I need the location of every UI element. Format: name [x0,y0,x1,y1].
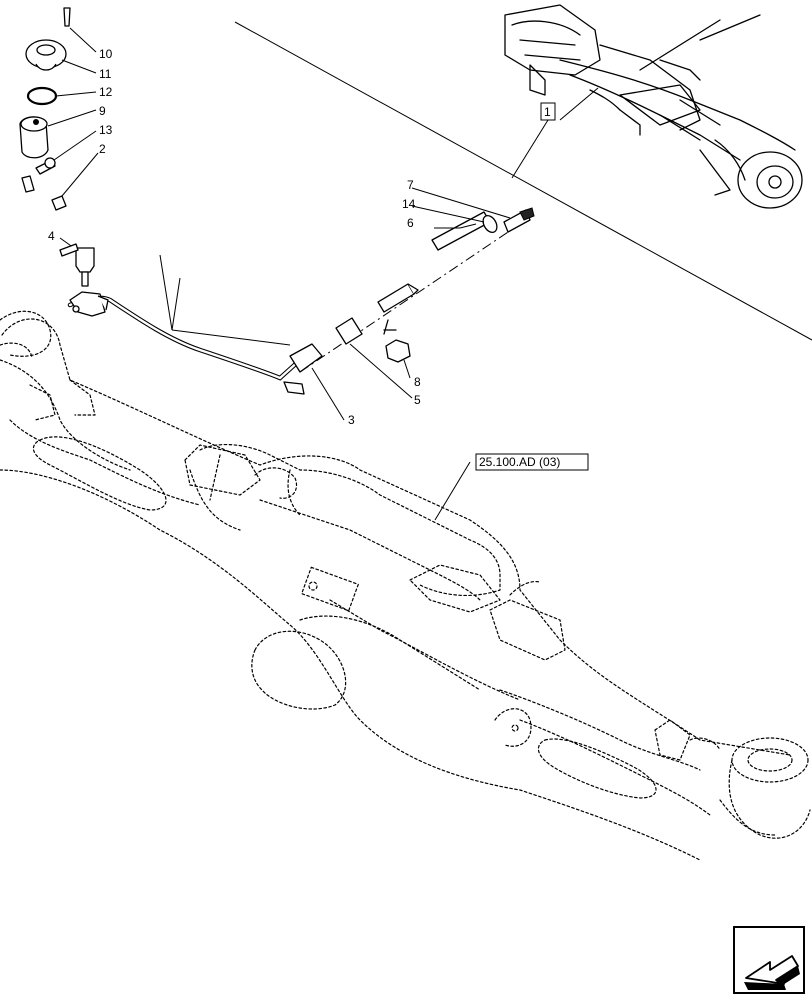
callout-label-2: 2 [99,142,106,156]
callout-label-6: 6 [407,216,414,230]
part-9-housing [19,109,97,159]
reference-label: 25.100.AD (03) [434,453,589,521]
part-7-connector [411,187,535,233]
callout-label-5: 5 [414,393,421,407]
part-14-clamp [411,205,498,234]
callout-label-8: 8 [414,375,421,389]
callout-label-14: 14 [402,197,416,211]
callout-label-4: 4 [48,229,55,243]
part-13-bolt [35,130,97,175]
part-4-fitting [59,237,95,287]
callout-label-11: 11 [99,67,112,81]
callout-label-13: 13 [99,123,113,137]
part-5-sleeve [335,317,413,399]
callout-label-12: 12 [99,85,113,99]
reference-label-text: 25.100.AD (03) [479,455,560,469]
callout-label-3: 3 [348,413,355,427]
callout-1: 1 [511,87,599,179]
part-12-o-ring [26,86,97,106]
assembly-centerline [299,223,521,373]
callout-label-10: 10 [99,47,113,61]
axle-overview-thumbnail [504,4,803,209]
axle-housing [0,310,811,861]
part-3-tube [67,291,345,421]
arrow-nav-icon[interactable] [733,926,805,994]
callout-label-9: 9 [99,104,106,118]
part-6-tube [431,211,491,251]
callout-label-7: 7 [407,178,414,192]
part-11-cap [25,39,97,74]
part-10-screw [63,7,97,53]
part-2-breather-tube [21,152,382,331]
callout-label-1: 1 [544,105,551,119]
overview-divider-line [234,21,812,341]
part-8-clip [383,319,411,379]
tube-segment [377,283,419,313]
